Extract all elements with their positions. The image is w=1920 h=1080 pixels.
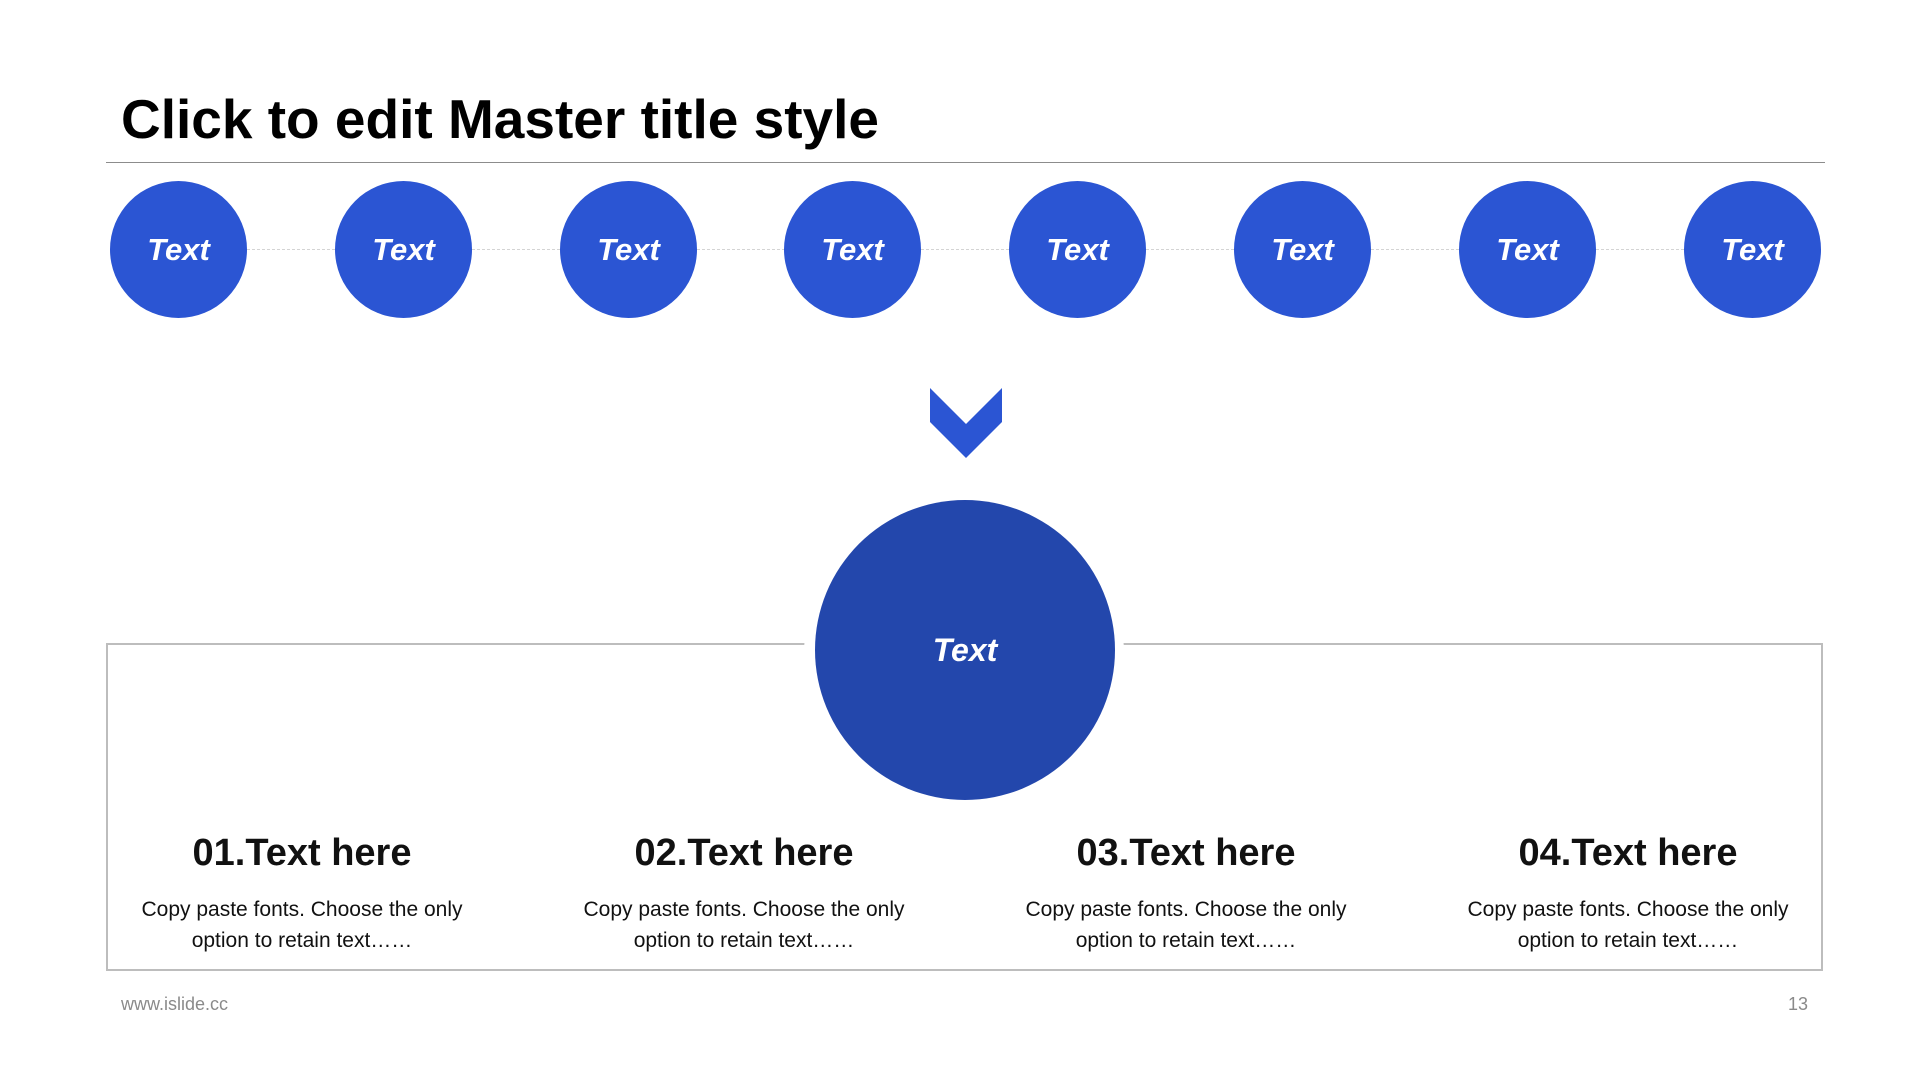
item-desc-line: option to retain text…… [1517,928,1739,952]
item-1: 01.Text here Copy paste fonts. Choose th… [92,831,512,956]
item-desc-line: Copy paste fonts. Choose the only [1025,897,1347,921]
step-circle-4[interactable]: Text [784,181,921,318]
footer-website: www.islide.cc [121,994,229,1014]
step-connector [1596,249,1684,250]
item-desc-line: option to retain text…… [633,928,855,952]
step-circle-2[interactable]: Text [335,181,472,318]
item-2: 02.Text here Copy paste fonts. Choose th… [534,831,954,956]
item-description[interactable]: Copy paste fonts. Choose the only option… [976,894,1396,956]
step-circle-8[interactable]: Text [1684,181,1821,318]
step-connector [1371,249,1459,250]
step-circle-3[interactable]: Text [560,181,697,318]
step-circle-7[interactable]: Text [1459,181,1596,318]
item-description[interactable]: Copy paste fonts. Choose the only option… [534,894,954,956]
item-title[interactable]: 02.Text here [634,832,854,874]
chevron-down-icon [930,388,1002,458]
step-connector [1146,249,1234,250]
item-title[interactable]: 03.Text here [1076,832,1296,874]
page-number: 13 [1787,994,1808,1014]
item-desc-line: option to retain text…… [191,928,413,952]
title-divider [106,162,1825,163]
item-description[interactable]: Copy paste fonts. Choose the only option… [92,894,512,956]
item-4: 04.Text here Copy paste fonts. Choose th… [1418,831,1838,956]
step-connector [472,249,560,250]
item-3: 03.Text here Copy paste fonts. Choose th… [976,831,1396,956]
item-desc-line: Copy paste fonts. Choose the only [1467,897,1789,921]
item-title[interactable]: 04.Text here [1518,832,1738,874]
step-connector [247,249,335,250]
step-circle-1[interactable]: Text [110,181,247,318]
item-desc-line: Copy paste fonts. Choose the only [141,897,463,921]
item-title[interactable]: 01.Text here [192,832,412,874]
step-connector [697,249,785,250]
step-connector [921,249,1009,250]
step-circle-5[interactable]: Text [1009,181,1146,318]
center-circle[interactable]: Text [815,500,1115,800]
item-desc-line: Copy paste fonts. Choose the only [583,897,905,921]
item-desc-line: option to retain text…… [1075,928,1297,952]
item-description[interactable]: Copy paste fonts. Choose the only option… [1418,894,1838,956]
step-circle-6[interactable]: Text [1234,181,1371,318]
slide-title[interactable]: Click to edit Master title style [121,88,879,150]
